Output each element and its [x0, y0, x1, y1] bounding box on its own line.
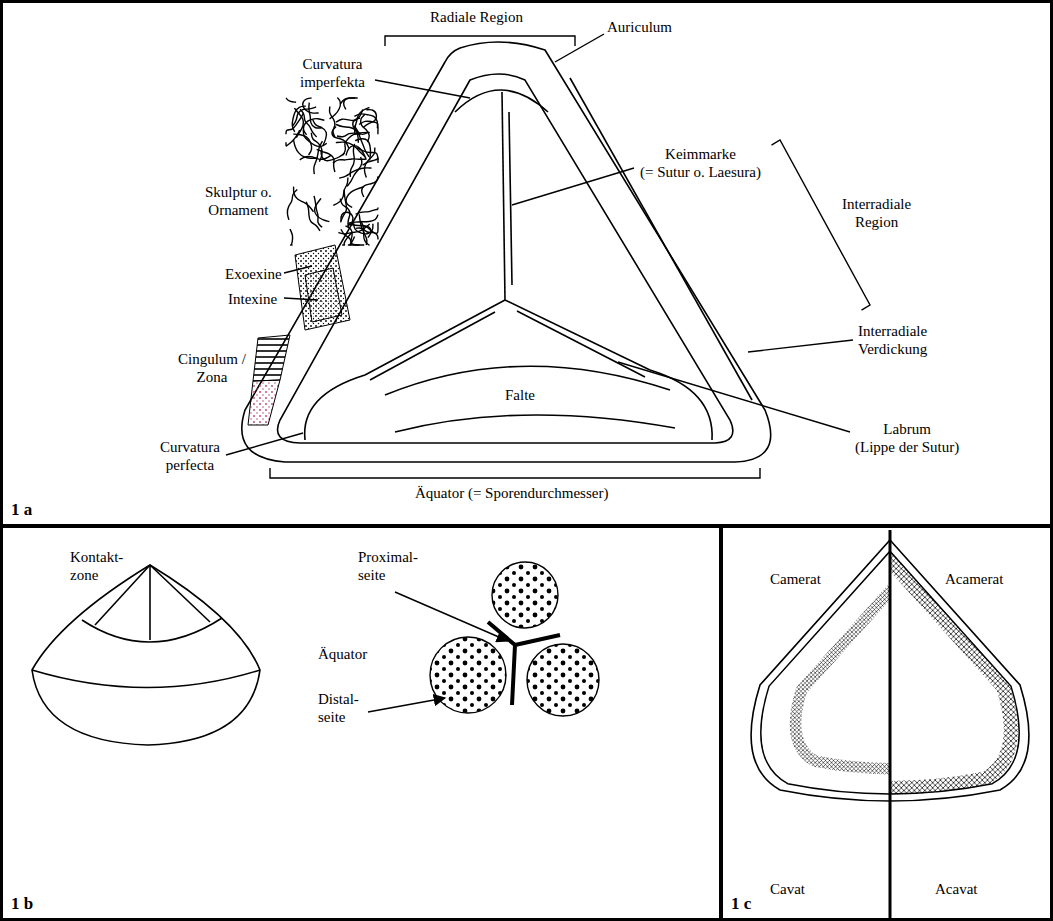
tetrad-spore: [430, 637, 506, 713]
sculpture-stroke: [339, 168, 371, 178]
spore-side-view: [32, 565, 260, 745]
part-label: Keimmarke (= Sutur o. Laesura): [640, 145, 761, 181]
part-label: Kontakt- zone: [70, 548, 123, 584]
arrow: [395, 592, 508, 641]
sculpture-stroke: [356, 207, 378, 214]
fold: [395, 415, 675, 432]
sculpture-stroke: [287, 190, 297, 220]
curvatura-perfecta: [305, 375, 365, 440]
spore-body-outline: [278, 74, 733, 443]
sculpture-stroke: [346, 146, 366, 160]
part-label: Äquator: [318, 645, 367, 663]
part-label: Acavat: [935, 880, 977, 898]
sculpture-stroke: [359, 214, 367, 245]
part-label: Falte: [505, 386, 535, 404]
bracket: [385, 36, 575, 46]
spore-outline: [242, 42, 771, 462]
leader-line: [512, 168, 634, 205]
leader-line: [555, 34, 604, 62]
sculpture-stroke: [315, 198, 330, 221]
part-label: Acamerat: [945, 570, 1003, 588]
sculpture-stroke: [346, 187, 363, 208]
divider: [889, 530, 892, 918]
leader-line: [226, 433, 303, 455]
equator-line: [32, 670, 260, 688]
laesura-ray: [505, 300, 650, 370]
sculpture-stroke: [309, 103, 322, 129]
sculpture-stroke: [340, 98, 355, 104]
leader-line: [618, 362, 850, 432]
part-label: Proximal- seite: [358, 548, 418, 584]
laesura-ray: [365, 300, 505, 375]
contact-zone: [82, 618, 222, 642]
intexine-patch: [305, 268, 342, 322]
part-label: Distal- seite: [318, 690, 359, 726]
part-label: Intexine: [228, 290, 277, 308]
sculpture-stroke: [344, 98, 358, 109]
part-label: Curvatura imperfekta: [300, 55, 365, 91]
inner-body: [796, 591, 890, 768]
exoexine-patch: [295, 245, 350, 330]
leader-line: [284, 266, 312, 273]
tetrad-spore: [527, 644, 599, 716]
bracket: [270, 468, 760, 478]
sculpture-stroke: [294, 140, 318, 158]
part-label: Cingulum / Zona: [178, 350, 246, 386]
part-label: Skulptur o. Ornament: [205, 183, 272, 219]
labrum: [517, 311, 645, 377]
sculpture-stroke: [362, 176, 378, 197]
sculpture: [286, 98, 378, 245]
laesura-ray: [502, 92, 505, 300]
inner-body: [890, 561, 1011, 788]
arrow: [368, 698, 445, 712]
cingulum-patch: [248, 380, 280, 425]
leader-line: [375, 80, 470, 98]
part-label: Camerat: [770, 570, 821, 588]
leader-line: [748, 340, 853, 352]
sculpture-stroke: [332, 127, 349, 149]
part-label: Interradiale Verdickung: [858, 322, 927, 358]
tetrad-spore: [492, 562, 558, 628]
part-label: Interradiale Region: [842, 195, 911, 231]
sculpture-stroke: [341, 212, 353, 226]
panel-number: 1 c: [731, 894, 751, 914]
sculpture-stroke: [363, 110, 376, 128]
panel-number: 1 a: [11, 500, 32, 520]
sculpture-stroke: [293, 107, 316, 126]
part-label: Äquator (= Sporendurchmesser): [415, 484, 608, 502]
laesura-ray: [149, 565, 151, 640]
sculpture-stroke: [333, 177, 348, 205]
sculpture-stroke: [330, 98, 341, 119]
sculpture-stroke: [341, 229, 351, 245]
sculpture-stroke: [313, 120, 327, 146]
sculpture-stroke: [347, 157, 362, 186]
sculpture-stroke: [336, 124, 359, 142]
panel: 1 b: [0, 525, 722, 921]
sculpture-stroke: [333, 159, 366, 163]
part-label: Curvatura perfecta: [160, 438, 220, 474]
part-label: Radiale Region: [430, 8, 523, 26]
tetrad-contact: [488, 622, 560, 705]
sculpture-stroke: [290, 229, 293, 245]
sculpture-stroke: [340, 199, 350, 228]
panel-number: 1 b: [11, 894, 33, 914]
sculpture-stroke: [361, 114, 370, 142]
laesura-ray: [95, 565, 150, 625]
sculpture-stroke: [300, 109, 317, 137]
cingulum-patch: [253, 335, 290, 381]
part-label: Exoexine: [225, 265, 282, 283]
leader-line: [284, 298, 318, 300]
sculpture-stroke: [286, 98, 296, 102]
sculpture-stroke: [286, 130, 300, 146]
part-label: Labrum (Lippe der Sutur): [855, 420, 959, 456]
sculpture-stroke: [300, 155, 332, 160]
labrum: [509, 112, 512, 285]
laesura-ray: [150, 565, 210, 622]
sculpture-stroke: [345, 226, 359, 245]
part-label: Cavat: [770, 880, 805, 898]
part-label: Auriculum: [607, 18, 672, 36]
sculpture-stroke: [321, 150, 345, 161]
